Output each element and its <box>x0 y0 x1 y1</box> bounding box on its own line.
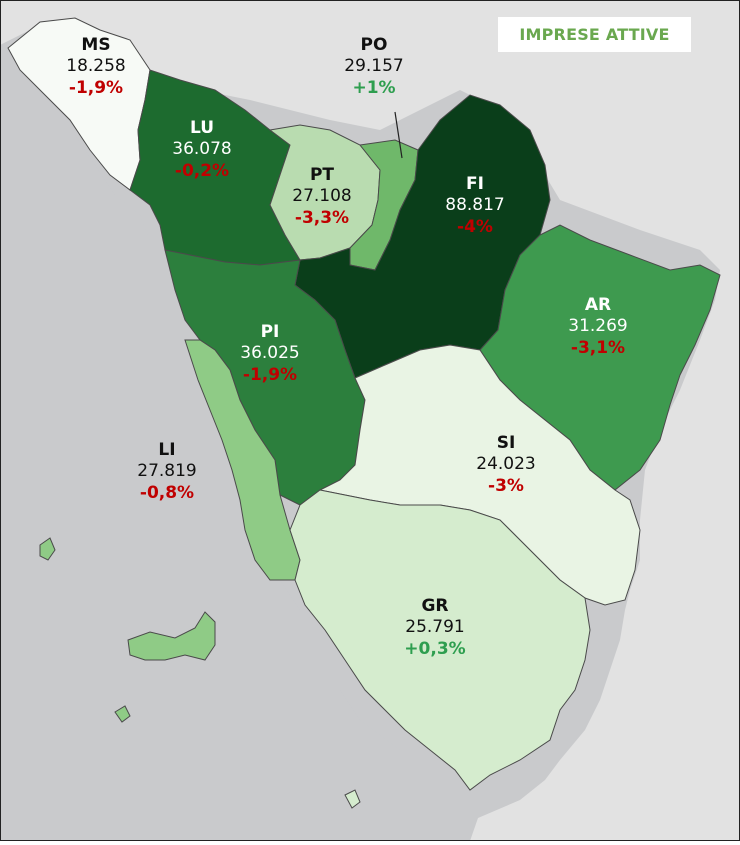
po-pointer-line <box>394 111 403 159</box>
active-businesses-value: 29.157 <box>344 56 404 77</box>
change-percent: -3,1% <box>570 337 626 358</box>
province-code: LI <box>158 440 176 460</box>
active-businesses-value: 31.269 <box>568 316 628 337</box>
map-title-box: IMPRESE ATTIVE <box>498 17 691 52</box>
change-percent: -0,8% <box>139 482 195 503</box>
province-code: PO <box>360 35 388 55</box>
province-li-elba[interactable] <box>127 611 216 661</box>
province-code: MS <box>81 35 111 55</box>
change-percent: -0,2% <box>174 160 230 181</box>
change-percent: -1,9% <box>68 77 124 98</box>
active-businesses-value: 36.078 <box>172 139 232 160</box>
change-percent: -3,3% <box>294 207 350 228</box>
change-percent: -4% <box>457 216 493 237</box>
province-gr[interactable] <box>289 489 591 791</box>
change-percent: -3% <box>488 475 524 496</box>
province-ar[interactable] <box>479 224 721 491</box>
island-pianosa[interactable] <box>114 705 131 723</box>
active-businesses-value: 25.791 <box>405 617 465 638</box>
province-code: LU <box>189 118 215 138</box>
province-code: AR <box>584 295 612 315</box>
active-businesses-value: 18.258 <box>66 56 126 77</box>
active-businesses-value: 88.817 <box>445 195 505 216</box>
province-code: SI <box>496 433 516 453</box>
island-giglio[interactable] <box>344 789 361 809</box>
active-businesses-value: 24.023 <box>476 454 536 475</box>
north-coast <box>0 0 60 45</box>
active-businesses-value: 36.025 <box>240 343 300 364</box>
west-sea-inlet <box>0 50 470 841</box>
active-businesses-value: 27.108 <box>292 186 352 207</box>
province-code: GR <box>421 596 449 616</box>
province-code: PI <box>260 322 280 342</box>
map-title: IMPRESE ATTIVE <box>519 25 670 44</box>
change-percent: -1,9% <box>242 364 298 385</box>
change-percent: +0,3% <box>404 638 466 659</box>
province-code: FI <box>466 174 484 194</box>
island-capraia[interactable] <box>39 537 56 561</box>
active-businesses-value: 27.819 <box>137 461 197 482</box>
change-percent: +1% <box>352 77 396 98</box>
province-code: PT <box>309 165 335 185</box>
